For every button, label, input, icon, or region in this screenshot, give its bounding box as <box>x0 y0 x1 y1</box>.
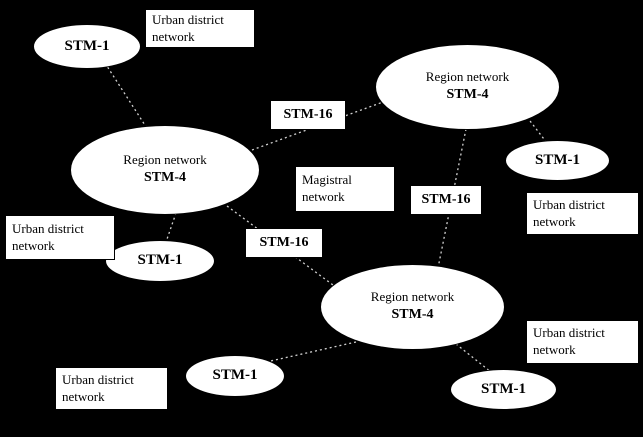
node-label-line2: STM-4 <box>144 170 186 186</box>
link-label-text: STM-16 <box>283 106 333 122</box>
node-label-line1: Region network <box>425 69 510 85</box>
node-region-bottom: Region network STM-4 <box>320 264 505 350</box>
annotation-urban-top-left: Urban district network <box>145 9 255 48</box>
node-label: STM-1 <box>212 367 258 384</box>
annotation-line2: network <box>62 388 105 404</box>
link-region-top-to-stm1-right <box>526 116 548 144</box>
node-label-line1: Region network <box>123 152 207 168</box>
node-region-left: Region network STM-4 <box>70 125 260 215</box>
node-label: STM-1 <box>481 380 526 397</box>
link-label-stm16-bottom: STM-16 <box>245 228 323 258</box>
node-stm1-right: STM-1 <box>505 140 610 181</box>
annotation-line1: Urban district <box>152 11 224 27</box>
annotation-urban-bottom-left: Urban district network <box>55 367 168 410</box>
node-label: STM-1 <box>535 151 580 168</box>
link-stm1-topleft-to-region-left <box>104 62 151 134</box>
node-stm1-bottom-mid: STM-1 <box>185 355 285 397</box>
node-region-top: Region network STM-4 <box>375 44 560 130</box>
node-label-line2: STM-4 <box>446 87 489 103</box>
annotation-urban-right: Urban district network <box>526 192 639 235</box>
annotation-line1: Urban district <box>533 325 605 341</box>
annotation-line2: network <box>12 237 55 253</box>
annotation-line1: Magistral <box>302 172 352 188</box>
link-region-bottom-to-stm1-bottom-mid <box>265 341 357 363</box>
link-label-stm16-top: STM-16 <box>270 100 346 130</box>
link-region-left-to-stm1-left <box>165 212 177 243</box>
link-region-left-to-region-top <box>251 101 384 151</box>
node-label-line2: STM-4 <box>391 307 434 323</box>
annotation-line1: Urban district <box>533 196 605 212</box>
node-stm1-top-left: STM-1 <box>33 24 141 69</box>
annotation-line2: network <box>533 213 576 229</box>
annotation-urban-bottom-right: Urban district network <box>526 320 639 364</box>
link-label-text: STM-16 <box>421 191 471 207</box>
annotation-line2: network <box>533 342 576 357</box>
annotation-line2: network <box>302 189 345 204</box>
link-label-text: STM-16 <box>259 234 309 250</box>
annotation-line1: Urban district <box>12 220 84 236</box>
link-region-bottom-to-stm1-bottom-right <box>455 343 492 373</box>
annotation-line1: Urban district <box>62 371 134 387</box>
annotation-line2: network <box>152 28 195 44</box>
node-stm1-bottom-right: STM-1 <box>450 369 557 410</box>
node-label-line1: Region network <box>370 289 455 305</box>
node-stm1-left: STM-1 <box>105 240 215 282</box>
node-label: STM-1 <box>137 252 183 269</box>
annotation-magistral-network: Magistral network <box>295 166 395 212</box>
node-label: STM-1 <box>64 37 110 54</box>
link-label-stm16-right: STM-16 <box>410 185 482 215</box>
annotation-urban-left: Urban district network <box>5 215 115 260</box>
